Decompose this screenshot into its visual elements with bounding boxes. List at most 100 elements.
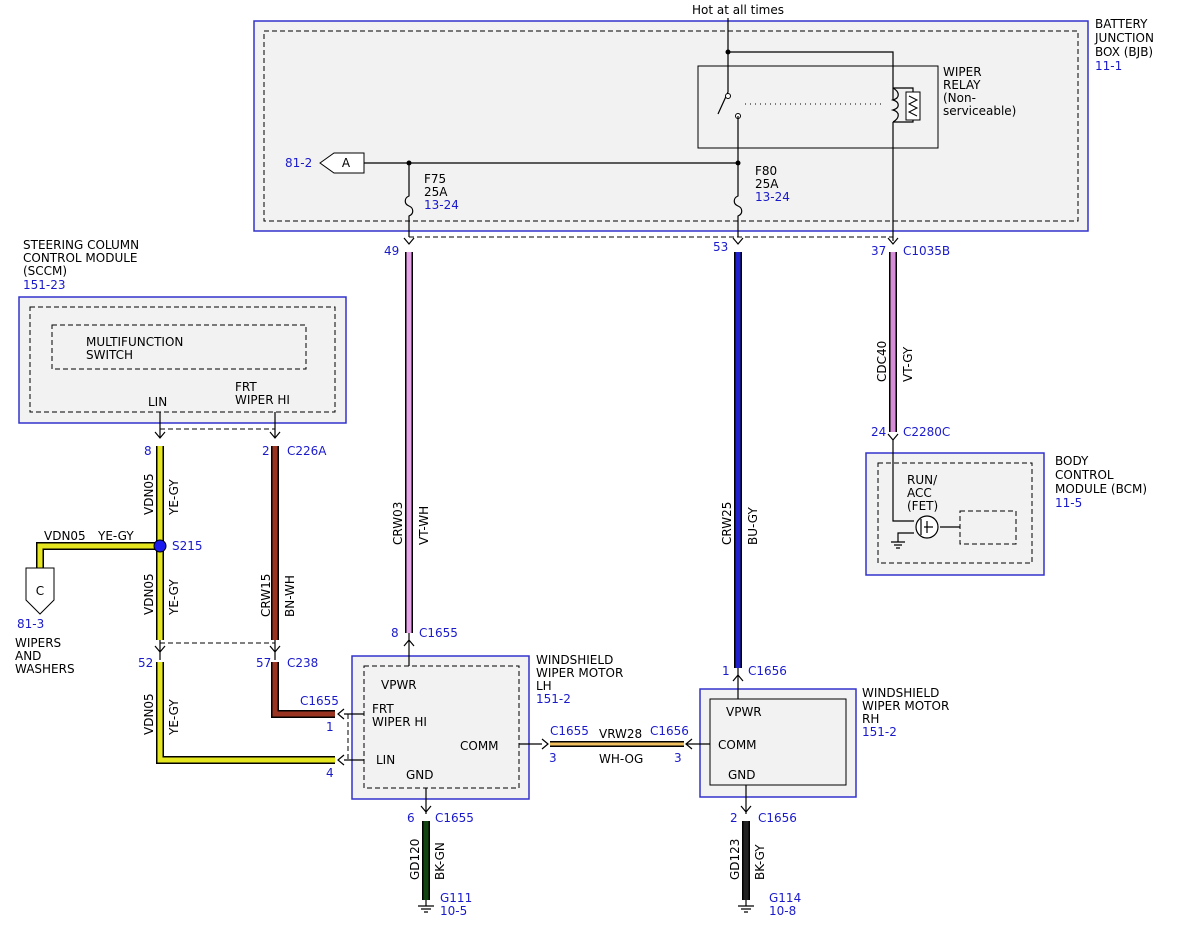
bcm-fet-wire — [892, 440, 960, 528]
wire-crw25-color: BU-GY — [746, 507, 760, 545]
relay-common-contact — [725, 93, 731, 99]
motor-rh-name-line2: WIPER MOTOR — [862, 699, 949, 713]
wire-gd123-color: BK-GY — [753, 844, 767, 880]
bjb-name-line3: BOX (BJB) — [1095, 45, 1153, 59]
fuse-f80-wire — [733, 163, 743, 237]
wipers-label-line3: WASHERS — [15, 662, 75, 676]
pin-24: 24 — [871, 425, 886, 439]
connector-c238[interactable]: C238 — [287, 656, 318, 670]
fuse-f80-ref[interactable]: 13-24 — [755, 190, 790, 204]
relay-label-line3: (Non- — [943, 91, 976, 105]
bcm-ref[interactable]: 11-5 — [1055, 496, 1082, 510]
pin-3-lh: 3 — [549, 751, 557, 765]
fuse-f75-name: F75 — [424, 172, 446, 186]
motor-lh-frt-line2: WIPER HI — [372, 715, 427, 729]
relay-switch-arm — [717, 52, 729, 115]
wipers-label-line1: WIPERS — [15, 636, 61, 650]
wipers-label-line2: AND — [15, 649, 41, 663]
motor-lh-lin: LIN — [376, 753, 395, 767]
pin-2-sccm: 2 — [262, 444, 270, 458]
wire-vdn05-color-mid: YE-GY — [167, 579, 181, 616]
wire-crw25-code: CRW25 — [720, 502, 734, 545]
pin-1-frt: 1 — [326, 720, 334, 734]
sccm-frt-line1: FRT — [235, 380, 257, 394]
motor-lh-vpwr: VPWR — [381, 678, 417, 692]
motor-lh-name-line2: WIPER MOTOR — [536, 666, 623, 680]
connector-c-letter: C — [36, 584, 44, 598]
pin37-chevron — [887, 237, 899, 245]
bjb-name-line1: BATTERY — [1095, 17, 1148, 31]
wire-gd120-code: GD120 — [408, 839, 422, 880]
pin-4-lin: 4 — [326, 766, 334, 780]
splice-branch-code: VDN05 — [44, 529, 86, 543]
wire-vrw28-code: VRW28 — [599, 727, 642, 741]
wire-vdn05-code-lower: VDN05 — [142, 693, 156, 735]
motor-lh-gnd: GND — [406, 768, 434, 782]
splice-s215-label[interactable]: S215 — [172, 539, 203, 553]
bcm-name-line2: CONTROL — [1055, 468, 1114, 482]
pin-3-rh: 3 — [674, 751, 682, 765]
relay-label-line2: RELAY — [943, 78, 981, 92]
sccm-lin-label: LIN — [148, 395, 167, 409]
ground-g114-icon — [738, 900, 754, 913]
wipers-ref[interactable]: 81-3 — [17, 617, 44, 631]
motor-rh-comm: COMM — [718, 738, 757, 752]
ground-g111-name[interactable]: G111 — [440, 891, 472, 905]
pin-52: 52 — [138, 656, 153, 670]
connector-c1656-gnd[interactable]: C1656 — [758, 811, 797, 825]
wire-cdc40-color: VT-GY — [901, 346, 915, 382]
wire-vdn05-lower[interactable] — [156, 662, 335, 764]
wire-vdn05-code-mid: VDN05 — [142, 573, 156, 615]
connector-c1655-comm[interactable]: C1655 — [550, 724, 589, 738]
motor-rh-vpwr: VPWR — [726, 705, 762, 719]
bjb-left-ref[interactable]: 81-2 — [285, 156, 312, 170]
pin-57: 57 — [256, 656, 271, 670]
pin-53: 53 — [713, 240, 728, 254]
connector-c1655-top[interactable]: C1655 — [419, 626, 458, 640]
sccm-name-line2: CONTROL MODULE — [23, 251, 138, 265]
connector-c226a[interactable]: C226A — [287, 444, 327, 458]
connector-c1656-comm[interactable]: C1656 — [650, 724, 689, 738]
wire-vdn05-lower-fill — [157, 662, 335, 763]
wire-vdn05-color-upper: YE-GY — [167, 479, 181, 516]
connector-c1655-gnd[interactable]: C1655 — [435, 811, 474, 825]
wiper-relay: WIPER RELAY (Non- serviceable) — [697, 52, 1016, 149]
motor-rh-name-line1: WINDSHIELD — [862, 686, 939, 700]
fuse-f75-rating: 25A — [424, 185, 448, 199]
bjb-name-line2: JUNCTION — [1094, 31, 1154, 45]
motor-lh-ref[interactable]: 151-2 — [536, 692, 571, 706]
wire-crw15-lower[interactable] — [271, 662, 335, 718]
hot-at-all-times-label: Hot at all times — [692, 3, 784, 17]
motor-rh-gnd: GND — [728, 768, 756, 782]
wire-cdc40-code: CDC40 — [875, 341, 889, 382]
motor-rh-ref[interactable]: 151-2 — [862, 725, 897, 739]
bcm-fet-line2: ACC — [907, 486, 932, 500]
motor-lh-name-line1: WINDSHIELD — [536, 653, 613, 667]
fuse-f80-name: F80 — [755, 164, 777, 178]
bcm-name-line1: BODY — [1055, 454, 1089, 468]
ground-g114-name[interactable]: G114 — [769, 891, 801, 905]
splice-branch-color: YE-GY — [97, 529, 134, 543]
connector-c2280c[interactable]: C2280C — [903, 425, 950, 439]
sccm-frt-line2: WIPER HI — [235, 393, 290, 407]
motor-lh-name-line3: LH — [536, 679, 552, 693]
fuse-f75-ref[interactable]: 13-24 — [424, 198, 459, 212]
splice-s215-icon[interactable] — [153, 539, 167, 553]
ground-g114-ref[interactable]: 10-8 — [769, 904, 796, 918]
sccm-ref[interactable]: 151-23 — [23, 278, 66, 292]
bcm-fet-line3: (FET) — [907, 499, 938, 513]
bjb-ref[interactable]: 11-1 — [1095, 59, 1122, 73]
connector-c1655-frt[interactable]: C1655 — [300, 694, 339, 708]
pin-37: 37 — [871, 244, 886, 258]
connector-c[interactable]: C — [25, 567, 55, 615]
comm-rh-chevron — [685, 738, 693, 750]
switch-label-line1: MULTIFUNCTION — [86, 335, 183, 349]
wire-crw15-lower-fill — [272, 662, 335, 717]
ground-g111-ref[interactable]: 10-5 — [440, 904, 467, 918]
relay-coil-symbol — [907, 95, 919, 117]
connector-c1035b[interactable]: C1035B — [903, 244, 950, 258]
relay-coil-lead — [890, 87, 899, 123]
pin-49: 49 — [384, 244, 399, 258]
wire-vdn05-branch[interactable] — [36, 542, 160, 568]
connector-c1656-top[interactable]: C1656 — [748, 664, 787, 678]
